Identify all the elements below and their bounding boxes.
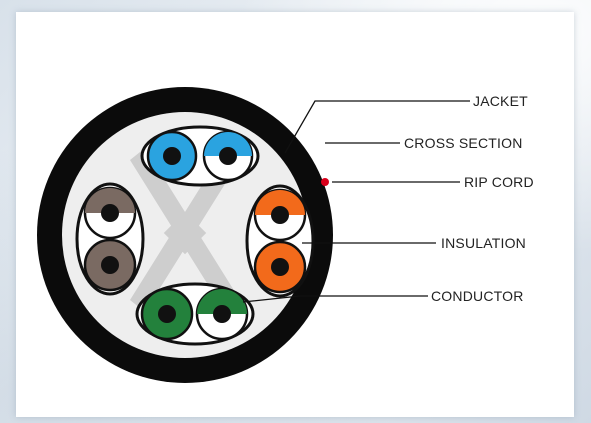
blue-pair (140, 125, 260, 187)
label-jacket: JACKET (473, 93, 528, 109)
brown-pair (75, 182, 145, 296)
label-cross-section: CROSS SECTION (404, 135, 523, 151)
conductor-leader (242, 295, 428, 303)
label-conductor: CONDUCTOR (431, 288, 524, 304)
label-rip-cord: RIP CORD (464, 174, 534, 190)
rip-cord-dot (321, 178, 329, 186)
cross-separator (130, 148, 240, 312)
jacket-leader (284, 100, 470, 154)
green-pair (135, 282, 255, 346)
orange-pair (245, 184, 315, 298)
leader-lines (242, 100, 470, 303)
label-insulation: INSULATION (441, 235, 526, 251)
